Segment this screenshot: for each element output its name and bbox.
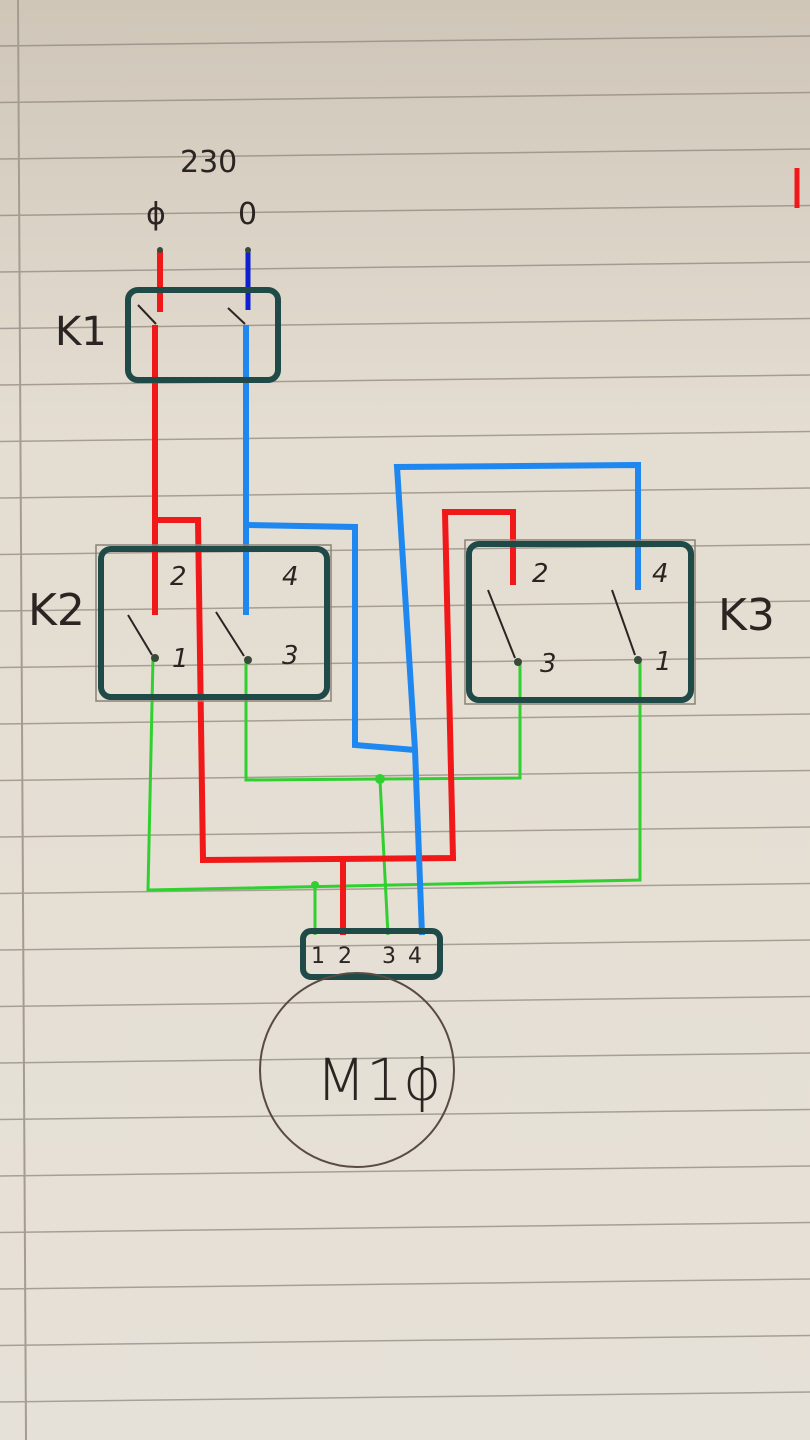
motor-terminal-2: 2 bbox=[338, 944, 352, 969]
motor-label: M1ɸ bbox=[316, 1046, 441, 1114]
rule-line bbox=[0, 1165, 810, 1177]
phase-label: ɸ bbox=[146, 197, 166, 232]
rule-line bbox=[0, 713, 810, 725]
rule-line bbox=[0, 1108, 810, 1121]
neutral-wires bbox=[243, 325, 641, 936]
k1-label: K1 bbox=[55, 309, 107, 355]
rule-line bbox=[0, 204, 810, 217]
k3-terminal-2: 2 bbox=[532, 559, 549, 589]
rule-line bbox=[0, 939, 810, 951]
rule-line bbox=[0, 91, 810, 104]
motor-terminal-4: 4 bbox=[408, 944, 422, 969]
phase-wires bbox=[152, 250, 516, 935]
junction-dot bbox=[375, 774, 385, 784]
rule-line bbox=[0, 317, 810, 330]
k2-pencil-outline bbox=[95, 544, 332, 702]
terminal-dots bbox=[151, 247, 642, 666]
k3-terminal-3: 3 bbox=[540, 649, 557, 679]
k1-contactor-box bbox=[125, 287, 281, 383]
k2-label: K2 bbox=[28, 585, 85, 636]
rule-line bbox=[0, 261, 810, 273]
rule-line bbox=[0, 1391, 810, 1403]
page-edge bbox=[17, 0, 27, 1440]
k2-terminal-4: 4 bbox=[282, 562, 299, 592]
k3-pencil-outline bbox=[464, 539, 696, 705]
k2-terminal-2: 2 bbox=[170, 562, 187, 592]
rule-line bbox=[0, 1052, 810, 1064]
junction-dot bbox=[311, 881, 319, 889]
rule-line bbox=[0, 656, 810, 669]
rule-line bbox=[0, 882, 810, 895]
rule-line bbox=[0, 1221, 810, 1234]
rule-line bbox=[0, 487, 810, 499]
rule-line bbox=[0, 1334, 810, 1347]
motor-terminal-1: 1 bbox=[311, 944, 325, 969]
motor-terminal-3: 3 bbox=[382, 944, 396, 969]
rule-line bbox=[0, 430, 810, 443]
k3-label: K3 bbox=[718, 590, 775, 641]
switch-contacts bbox=[127, 304, 636, 659]
k3-contactor-box bbox=[466, 541, 694, 703]
voltage-label: 230 bbox=[180, 145, 237, 180]
rule-line bbox=[0, 826, 810, 838]
rule-line bbox=[0, 995, 810, 1008]
wire-k2-1-to-k3-1 bbox=[146, 657, 642, 892]
k3-terminal-1: 1 bbox=[655, 647, 672, 677]
motor-terminal-box bbox=[300, 928, 443, 980]
rule-line bbox=[0, 374, 810, 386]
k2-terminal-1: 1 bbox=[172, 644, 189, 674]
rule-line bbox=[0, 35, 810, 47]
rule-line bbox=[0, 1278, 810, 1290]
k3-terminal-4: 4 bbox=[652, 559, 669, 589]
neutral-label: 0 bbox=[238, 197, 257, 232]
k2-contactor-box bbox=[98, 546, 330, 700]
k2-terminal-3: 3 bbox=[282, 641, 299, 671]
rule-line bbox=[0, 769, 810, 782]
motor-circle bbox=[259, 972, 455, 1168]
rule-line bbox=[0, 148, 810, 160]
